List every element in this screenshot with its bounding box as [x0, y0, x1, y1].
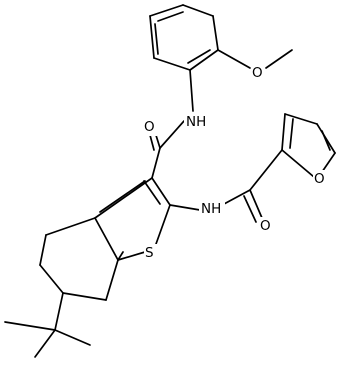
tbutyl-methyl-bond: [4, 321, 56, 331]
atom-label-o-furan: O: [314, 171, 325, 187]
furan-bond: [281, 113, 286, 151]
carbonyl-top-inner-bond: [149, 134, 155, 151]
tbutyl-methyl-bond: [54, 329, 91, 346]
atom-label-o-top: O: [144, 119, 155, 135]
ether-bond: [217, 49, 251, 69]
c2-s-bond: [155, 204, 171, 245]
tbutyl-stem-bond: [54, 292, 64, 331]
bond-lines: [4, 4, 336, 358]
cyclohex-bond: [62, 292, 107, 301]
furan-bond: [321, 152, 336, 173]
atom-s-thiophene: S: [144, 244, 157, 262]
s-c7a-bond: [117, 251, 146, 261]
c3-c2-inner-bond: [143, 180, 161, 205]
furan-inner-bond: [289, 118, 294, 149]
furan-inner-bond: [321, 130, 331, 151]
c2-n-bond: [169, 204, 201, 211]
atom-label-o-bottom: O: [260, 218, 271, 234]
c7a-c3a-bond: [94, 217, 119, 261]
furan-bond: [281, 149, 315, 178]
c3-c2-bond: [151, 177, 171, 206]
phenyl-bond: [149, 15, 155, 59]
c-c3-bond: [151, 147, 161, 179]
cyclohex-bond: [105, 259, 119, 301]
c7a-short-bond: [117, 251, 124, 261]
cyclohex-bond: [39, 234, 47, 266]
phenyl-inner-bond: [187, 49, 211, 64]
phenyl-bond: [153, 57, 191, 71]
atom-label-nh-bottom: NH: [201, 201, 221, 217]
atom-o-methoxy: O: [251, 64, 265, 82]
methyl-bond: [265, 49, 293, 69]
amide-n-c-bond: [159, 120, 185, 149]
c-furan-bond: [249, 149, 283, 191]
atom-o-furan: O: [313, 170, 327, 188]
phenyl-bond: [189, 49, 219, 71]
atom-nh-amide-bottom: NH: [199, 200, 225, 218]
carbonyl-bottom-inner-bond: [243, 195, 257, 223]
atom-nh-amide-top: NH: [184, 113, 210, 131]
c3a-c3-inner-bond: [99, 180, 146, 213]
furan-bond: [284, 113, 318, 125]
tbutyl-methyl-bond: [34, 329, 56, 358]
atom-label-o-methoxy: O: [252, 65, 263, 81]
aryl-n-bond: [189, 69, 194, 112]
carbonyl-bottom-bond: [249, 189, 263, 219]
atom-labels: NH O O NH O O S: [143, 64, 327, 262]
phenyl-bond: [212, 15, 219, 51]
amide-n-c-bottom-bond: [223, 189, 251, 205]
c3a-c3-bond: [94, 177, 153, 219]
atom-o-amide-bottom: O: [259, 217, 273, 235]
atom-label-nh-top: NH: [186, 114, 206, 130]
atom-o-amide-top: O: [143, 118, 157, 136]
atom-label-s: S: [145, 245, 154, 261]
phenyl-bond: [182, 4, 214, 17]
cyclohex-bond: [45, 217, 96, 236]
phenyl-bond: [149, 4, 184, 17]
cyclohex-bond: [39, 264, 64, 294]
phenyl-inner-bond: [157, 11, 184, 22]
phenyl-inner-bond: [154, 23, 159, 55]
